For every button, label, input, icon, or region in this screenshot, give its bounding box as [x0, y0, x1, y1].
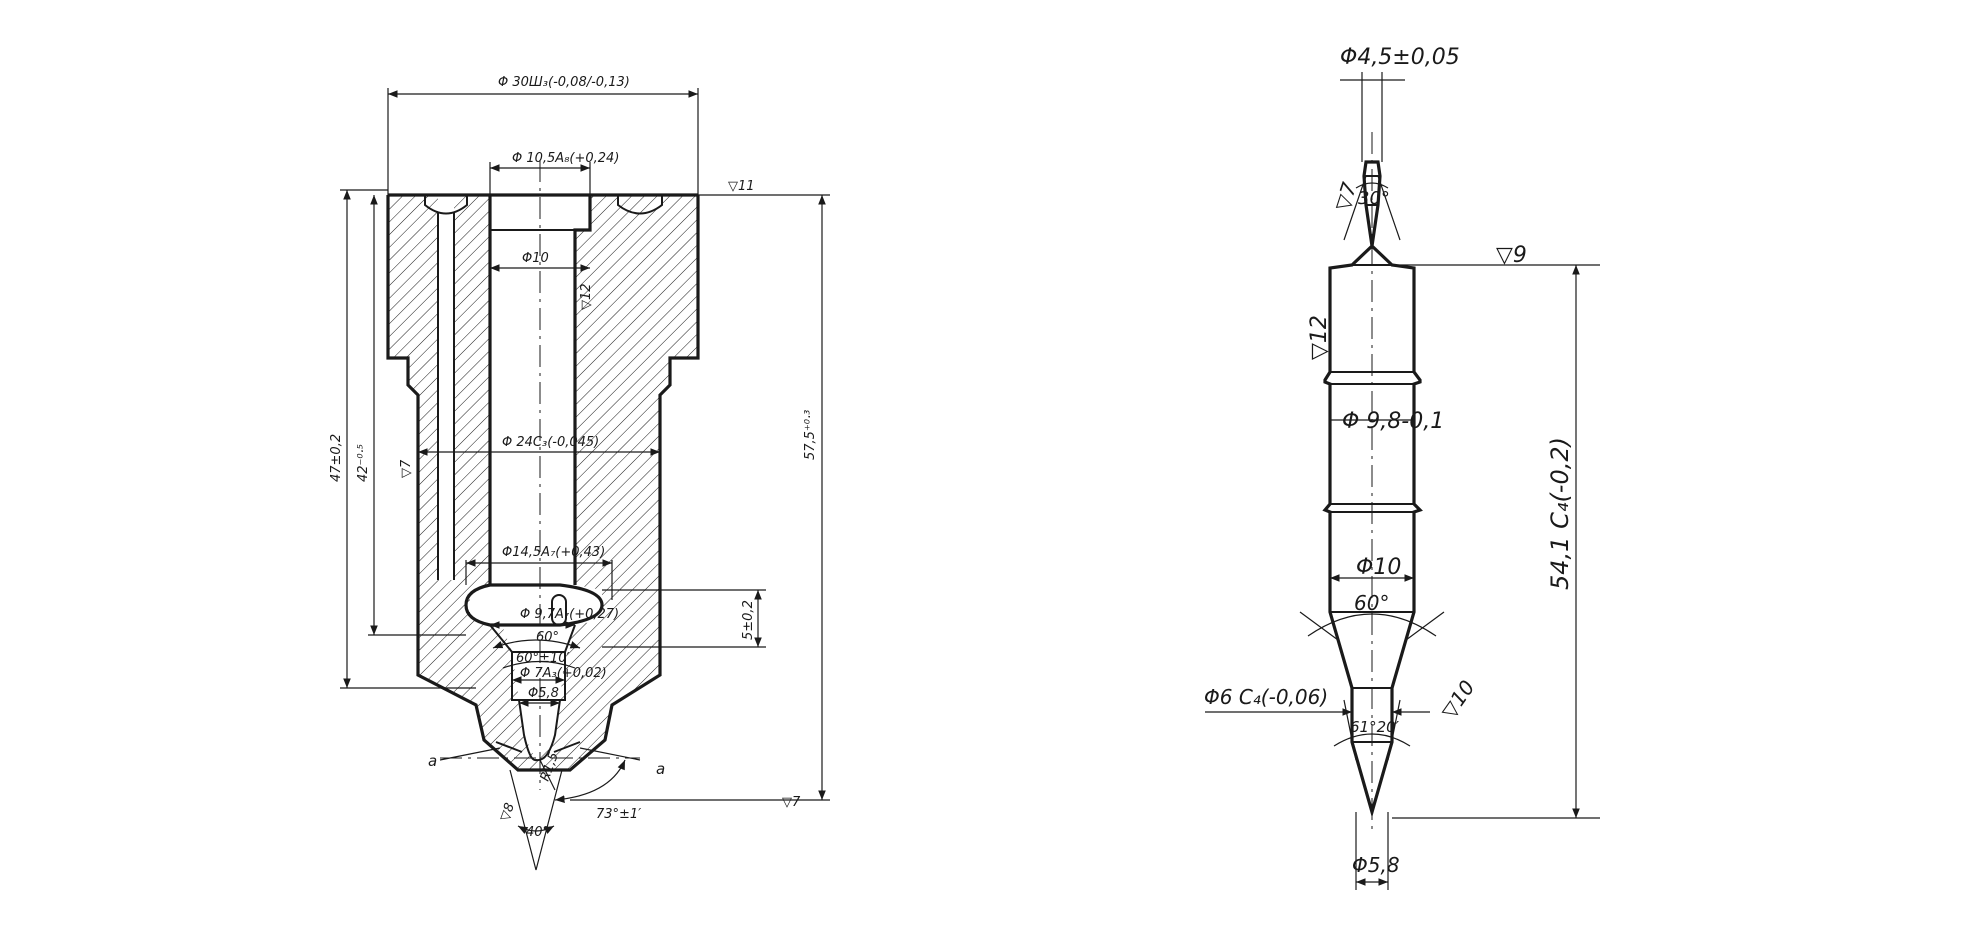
nozzle-body-hatch [388, 195, 698, 770]
tip-angle-label: 61°20′ [1350, 718, 1400, 736]
spray-holes [495, 741, 581, 753]
seat-cone [489, 624, 576, 653]
finish-bore-label: ▽12 [579, 283, 594, 310]
needle-view: Φ4,5±0,05 30° Φ 9,8-0,1 Φ10 60° Φ6 С₄(-0… [1204, 45, 1600, 890]
finish-shoulder-label: ▽9 [1496, 243, 1527, 268]
nozzle-diameter-label: Φ5,8 [528, 686, 559, 701]
finish-bottom-label: ▽7 [782, 795, 801, 810]
height-42-label: 42⁻⁰·⁵ [356, 444, 371, 482]
section-line-a [439, 747, 641, 761]
cone-angle-label: 60°±10′ [516, 651, 569, 666]
right-dimensions [1205, 72, 1600, 890]
section-a-right-label: а [656, 760, 665, 778]
height-total-label: 57,5⁺⁰·³ [803, 410, 818, 460]
guide-diameter-label: Φ 7А₃(+0,02) [520, 666, 607, 681]
outer-diameter-label: Φ 30Ш₃(-0,08/-0,13) [498, 75, 630, 90]
finish-body-label: ▽12 [1307, 315, 1332, 360]
top-angle-label: 30° [1358, 188, 1390, 209]
nozzle-body-section: Φ 30Ш₃(-0,08/-0,13) Φ 10,5А₈(+0,24) Φ10 … [329, 75, 830, 871]
needle-outline [1322, 160, 1423, 818]
left-dimensions [340, 88, 830, 835]
length-label: 54,1 С₄(-0,2) [1546, 437, 1574, 590]
nozzle-body-outline [386, 193, 700, 772]
finish-side-label: ▽7 [399, 459, 414, 478]
seat-diameter-label: Φ 9,7А₇(+0,27) [520, 607, 619, 622]
cone-angle-label: 60° [1354, 591, 1389, 615]
finish-top-label: ▽7 [1330, 179, 1362, 213]
body-diameter-label: Φ 24С₃(-0,045) [502, 435, 599, 450]
guide-diameter-label: Φ 9,8-0,1 [1342, 409, 1444, 434]
finish-top-label: ▽11 [728, 179, 755, 194]
fuel-channel [437, 212, 455, 580]
finish-tip-label: ▽8 [498, 801, 518, 823]
spray-angle-label: 40° [526, 825, 549, 840]
bore-inner-diameter-label: Φ10 [522, 251, 549, 266]
height-47-label: 47±0,2 [329, 434, 344, 482]
top-pocket-left [424, 195, 468, 215]
chamber-diameter-label: Φ14,5А₇(+0,43) [502, 545, 605, 560]
top-diameter-label: Φ4,5±0,05 [1340, 45, 1460, 70]
tip-angle-label: 73°±1′ [596, 807, 641, 822]
stem-diameter-label: Φ6 С₄(-0,06) [1204, 685, 1328, 709]
body-diameter-label: Φ10 [1356, 555, 1401, 580]
chamber-height-label: 5±0,2 [741, 600, 756, 640]
top-pocket-right [617, 195, 663, 215]
seat-angle-label: 60° [536, 630, 559, 645]
tip-diameter-label: Φ5,8 [1352, 853, 1400, 877]
nozzle-bore [518, 699, 561, 762]
section-a-left-label: а [428, 752, 437, 770]
finish-tip-label: ▽10 [1436, 676, 1479, 723]
bore-top-diameter-label: Φ 10,5А₈(+0,24) [512, 151, 619, 166]
spray-cone [509, 769, 563, 871]
